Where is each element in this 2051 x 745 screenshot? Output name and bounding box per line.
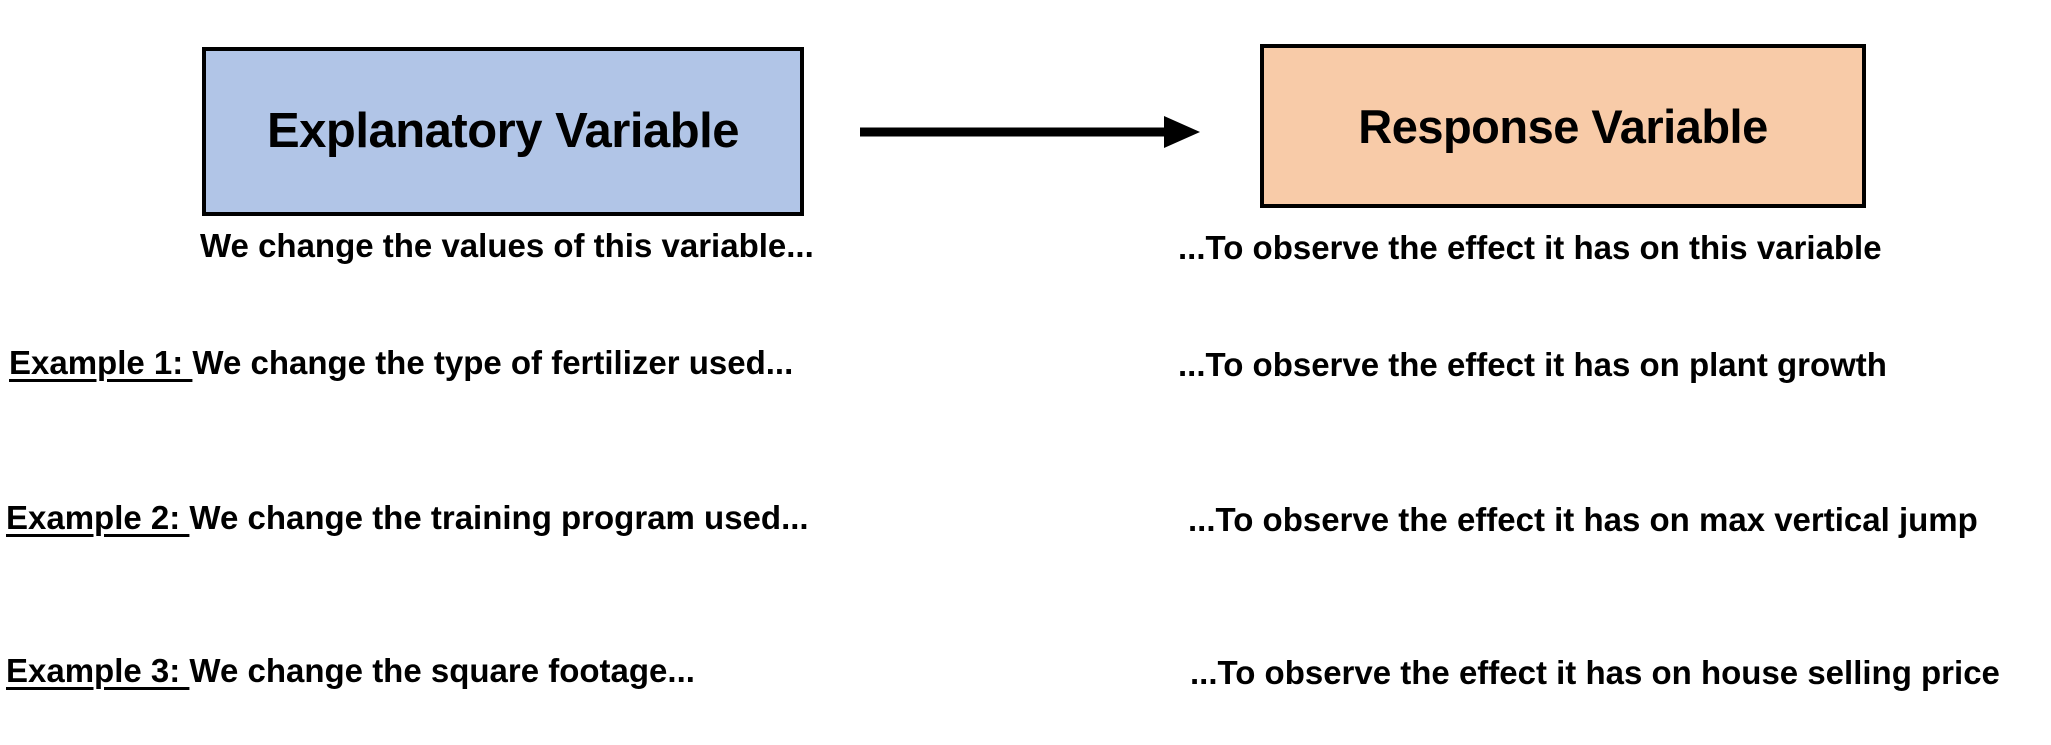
example-2-left-text: We change the training program used... <box>189 499 809 536</box>
example-2-right-text: ...To observe the effect it has on max v… <box>1188 501 1978 538</box>
example-3-left-text: We change the square footage... <box>189 652 695 689</box>
example-1-left-text: We change the type of fertilizer used... <box>192 344 794 381</box>
example-3-left-row: Example 3: We change the square footage.… <box>6 652 695 690</box>
example-2-label: Example 2: <box>6 499 190 536</box>
example-2-left-row: Example 2: We change the training progra… <box>6 499 809 537</box>
explanatory-variable-box: Explanatory Variable <box>202 47 804 216</box>
example-1-right-text: ...To observe the effect it has on plant… <box>1178 346 1887 383</box>
example-1-left-row: Example 1: We change the type of fertili… <box>9 344 794 382</box>
response-variable-box: Response Variable <box>1260 44 1866 208</box>
caption-right-text: ...To observe the effect it has on this … <box>1178 229 1882 266</box>
example-1-label: Example 1: <box>9 344 193 381</box>
explanatory-variable-label: Explanatory Variable <box>266 104 740 158</box>
response-variable-label: Response Variable <box>1358 99 1768 153</box>
caption-left-text: We change the values of this variable... <box>200 227 814 264</box>
causal-arrow-icon <box>860 116 1200 148</box>
example-3-label: Example 3: <box>6 652 190 689</box>
example-3-right-text: ...To observe the effect it has on house… <box>1190 654 2000 691</box>
